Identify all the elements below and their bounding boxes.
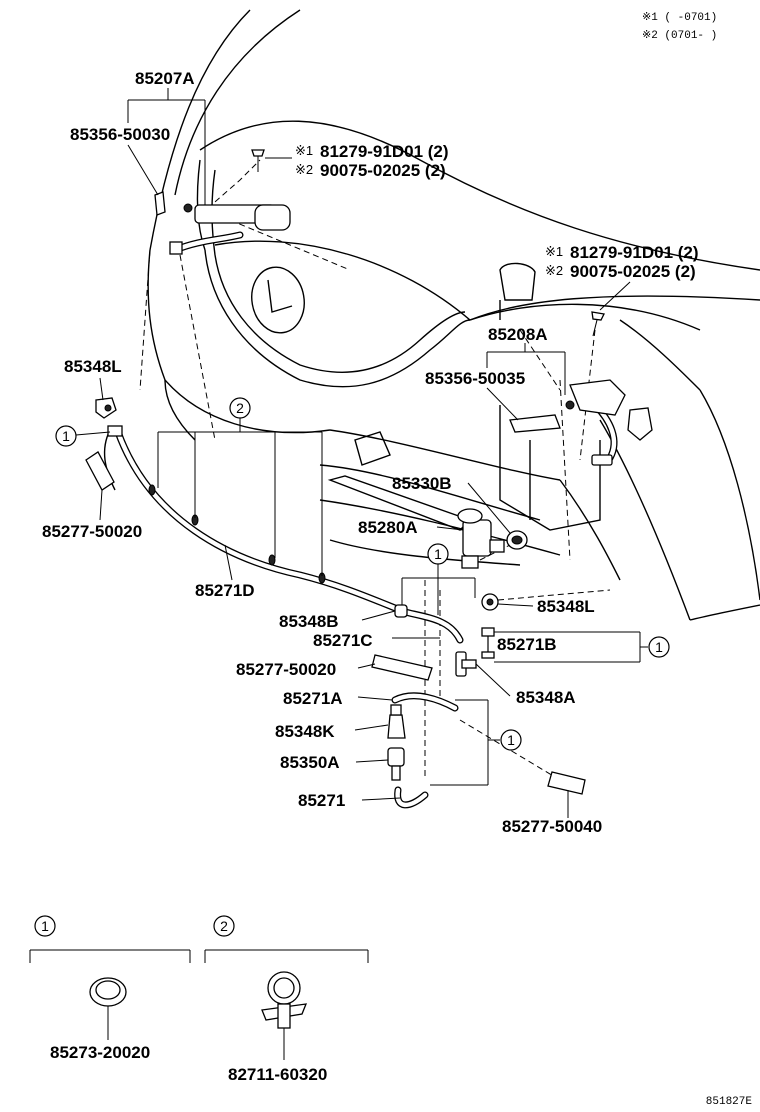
label-85271D[interactable]: 85271D (195, 581, 255, 600)
callout-number: 1 (62, 428, 70, 444)
leader-lines (75, 88, 648, 818)
note-line-1: ※1 ( -0701) (642, 12, 717, 24)
label-81279-91D01-top[interactable]: 81279-91D01 (2) (320, 142, 449, 161)
note-mark-2-top: ※2 (295, 162, 313, 177)
label-85271[interactable]: 85271 (298, 791, 345, 810)
cover-85356-50030[interactable] (154, 191, 166, 216)
label-85356-50035[interactable]: 85356-50035 (425, 369, 525, 388)
note-line-2: ※2 (0701- ) (642, 30, 717, 42)
label-85348K[interactable]: 85348K (275, 722, 335, 741)
legend-number: 2 (220, 918, 228, 934)
grommet-85330B[interactable] (506, 530, 528, 550)
label-85348L-right[interactable]: 85348L (537, 597, 595, 616)
label-85330B[interactable]: 85330B (392, 474, 452, 493)
hose-clamps (107, 425, 326, 584)
elbow-85348L-right[interactable] (481, 593, 499, 611)
legend-box-2: 2 82711-60320 (204, 915, 369, 1084)
diagram-code: 851827E (706, 1096, 753, 1108)
elbow-85348L-left[interactable] (95, 397, 117, 419)
callout-number: 1 (434, 546, 442, 562)
legend-box-1: 1 85273-20020 (29, 915, 191, 1062)
hose-85277-50020-left[interactable] (85, 451, 115, 491)
label-85348B[interactable]: 85348B (279, 612, 339, 631)
nozzle-85207A[interactable] (169, 203, 291, 255)
label-85356-50030[interactable]: 85356-50030 (70, 125, 170, 144)
label-85271A[interactable]: 85271A (283, 689, 343, 708)
callout-number: 1 (507, 732, 515, 748)
label-81279-91D01-mid[interactable]: 81279-91D01 (2) (570, 243, 699, 262)
label-85350A[interactable]: 85350A (280, 753, 340, 772)
label-85207A[interactable]: 85207A (135, 69, 195, 88)
label-85208A[interactable]: 85208A (488, 325, 548, 344)
label-85271B[interactable]: 85271B (497, 635, 557, 654)
connector-right[interactable] (591, 454, 613, 466)
clip-85273-20020[interactable] (89, 977, 127, 1040)
hose-85271C (401, 608, 464, 644)
label-85348A[interactable]: 85348A (516, 688, 576, 707)
assembly-dashed-lines (139, 159, 611, 781)
label-85273-20020[interactable]: 85273-20020 (50, 1043, 150, 1062)
callout-1-left[interactable]: 1 (55, 425, 77, 447)
note-mark-2-mid: ※2 (545, 263, 563, 278)
label-85271C[interactable]: 85271C (313, 631, 373, 650)
label-85277-50020-left[interactable]: 85277-50020 (42, 522, 142, 541)
note-mark-1-top: ※1 (295, 143, 313, 158)
clip-82711-60320[interactable] (261, 971, 308, 1060)
label-85277-50040[interactable]: 85277-50040 (502, 817, 602, 836)
vehicle-front-outline (103, 9, 760, 621)
callout-1-mid[interactable]: 1 (427, 543, 449, 565)
callout-2-top[interactable]: 2 (229, 397, 251, 419)
nozzle-85208A[interactable] (565, 379, 653, 441)
legend-number: 1 (41, 918, 49, 934)
hose-85271A (391, 692, 459, 712)
callout-1-right[interactable]: 1 (648, 636, 670, 658)
label-90075-02025-mid[interactable]: 90075-02025 (2) (570, 262, 696, 281)
note-mark-1-mid: ※1 (545, 244, 563, 259)
hose-85271 (394, 786, 429, 809)
screw-top[interactable] (251, 149, 265, 172)
connector-85350A[interactable] (387, 747, 405, 781)
screw-mid[interactable] (591, 311, 605, 337)
callout-number: 2 (236, 400, 244, 416)
cover-85356-50035[interactable] (509, 414, 561, 433)
hose-85277-50020-mid[interactable] (371, 654, 433, 681)
label-90075-02025-top[interactable]: 90075-02025 (2) (320, 161, 446, 180)
callout-number: 1 (655, 639, 663, 655)
joint-85348B[interactable] (394, 604, 408, 618)
clamp-85271B[interactable] (481, 627, 495, 659)
label-85277-50020-mid[interactable]: 85277-50020 (236, 660, 336, 679)
callout-1-lower[interactable]: 1 (500, 729, 522, 751)
valve-85348K[interactable] (387, 704, 406, 739)
pump-85280A[interactable] (457, 508, 505, 569)
joint-85348A[interactable] (455, 651, 477, 677)
hose-85277-50040[interactable] (547, 771, 586, 795)
label-82711-60320[interactable]: 82711-60320 (228, 1065, 327, 1084)
label-85348L-left[interactable]: 85348L (64, 357, 122, 376)
label-85280A[interactable]: 85280A (358, 518, 418, 537)
